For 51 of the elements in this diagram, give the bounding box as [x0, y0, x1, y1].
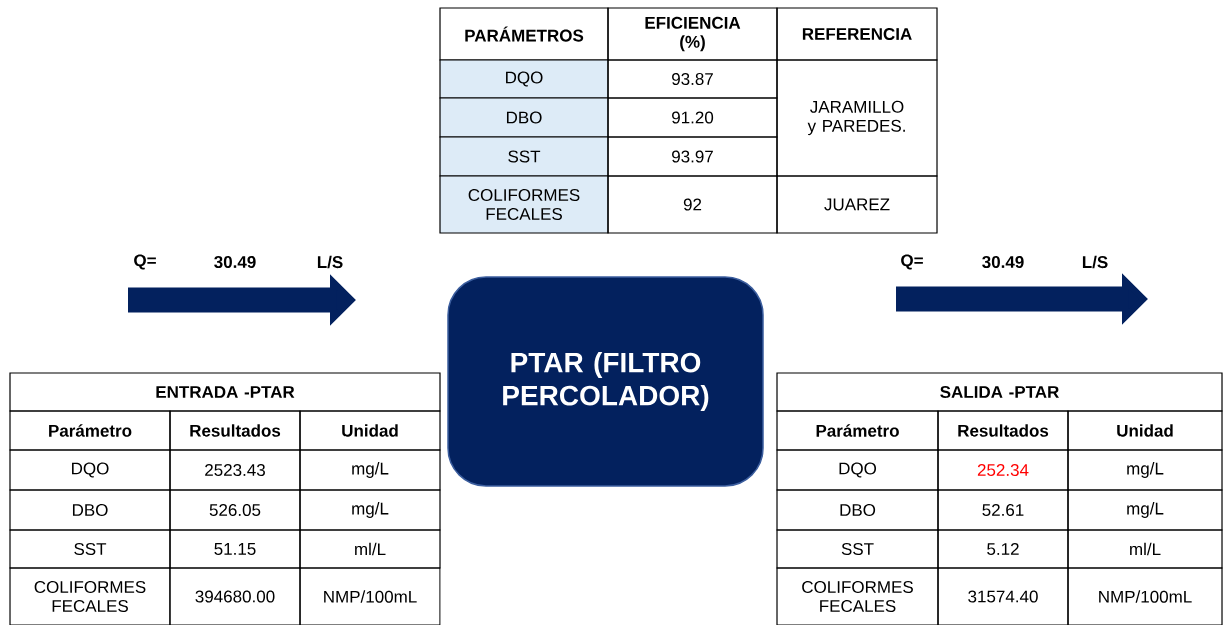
table-cell: 31574.40: [937, 567, 1069, 625]
table-cell: COLIFORMES FECALES: [776, 567, 939, 625]
table-cell: DQO: [439, 59, 609, 99]
table-cell: SST: [9, 529, 171, 569]
table-cell: DQO: [776, 449, 939, 491]
table-cell: COLIFORMES FECALES: [439, 175, 609, 234]
table-cell: ml/L: [299, 529, 441, 569]
table-cell: SST: [776, 529, 939, 569]
table-cell: 394680.00: [169, 567, 301, 625]
table-cell: REFERENCIA: [776, 7, 938, 61]
table-cell: Parámetro: [776, 410, 939, 451]
flow-label: 30.49: [982, 255, 1024, 269]
table-cell: 93.87: [607, 59, 778, 99]
flow-label: Q=: [134, 254, 156, 270]
table-cell: Parámetro: [9, 410, 171, 451]
table-cell: 91.20: [607, 97, 778, 138]
table-cell: Resultados: [169, 410, 301, 451]
flow-label: L/S: [317, 255, 343, 269]
table-cell: 5.12: [937, 529, 1069, 569]
table-cell: JARAMILLO y PAREDES.: [776, 59, 938, 177]
table-cell: 526.05: [169, 489, 301, 531]
table-cell: NMP/100mL: [299, 567, 441, 625]
process-box: PTAR (FILTRO PERCOLADOR): [447, 276, 764, 487]
table-cell: mg/L: [299, 489, 441, 531]
table-cell: mg/L: [1067, 489, 1223, 531]
table-cell: NMP/100mL: [1067, 567, 1223, 625]
flow-label: Q=: [901, 254, 923, 270]
table-cell: ml/L: [1067, 529, 1223, 569]
table-cell: Unidad: [299, 410, 441, 451]
table-cell: SALIDA -PTAR: [776, 372, 1223, 412]
table-cell: DQO: [9, 449, 171, 491]
table-cell: 2523.43: [169, 449, 301, 491]
table-cell: SST: [439, 136, 609, 177]
table-cell: ENTRADA -PTAR: [9, 372, 441, 412]
table-cell: JUAREZ: [776, 175, 938, 234]
table-cell: COLIFORMES FECALES: [9, 567, 171, 625]
table-cell: mg/L: [1067, 449, 1223, 491]
table-cell: 252.34: [937, 449, 1069, 491]
table-cell: DBO: [439, 97, 609, 138]
table-cell: 52.61: [937, 489, 1069, 531]
table-cell: 92: [607, 175, 778, 234]
table-cell: Unidad: [1067, 410, 1223, 451]
table-cell: Resultados: [937, 410, 1069, 451]
table-cell: DBO: [776, 489, 939, 531]
table-cell: 51.15: [169, 529, 301, 569]
table-cell: mg/L: [299, 449, 441, 491]
table-cell: EFICIENCIA (%): [607, 7, 778, 61]
table-cell: DBO: [9, 489, 171, 531]
flow-label: 30.49: [214, 255, 256, 269]
table-cell: 93.97: [607, 136, 778, 177]
flow-label: L/S: [1082, 255, 1108, 269]
